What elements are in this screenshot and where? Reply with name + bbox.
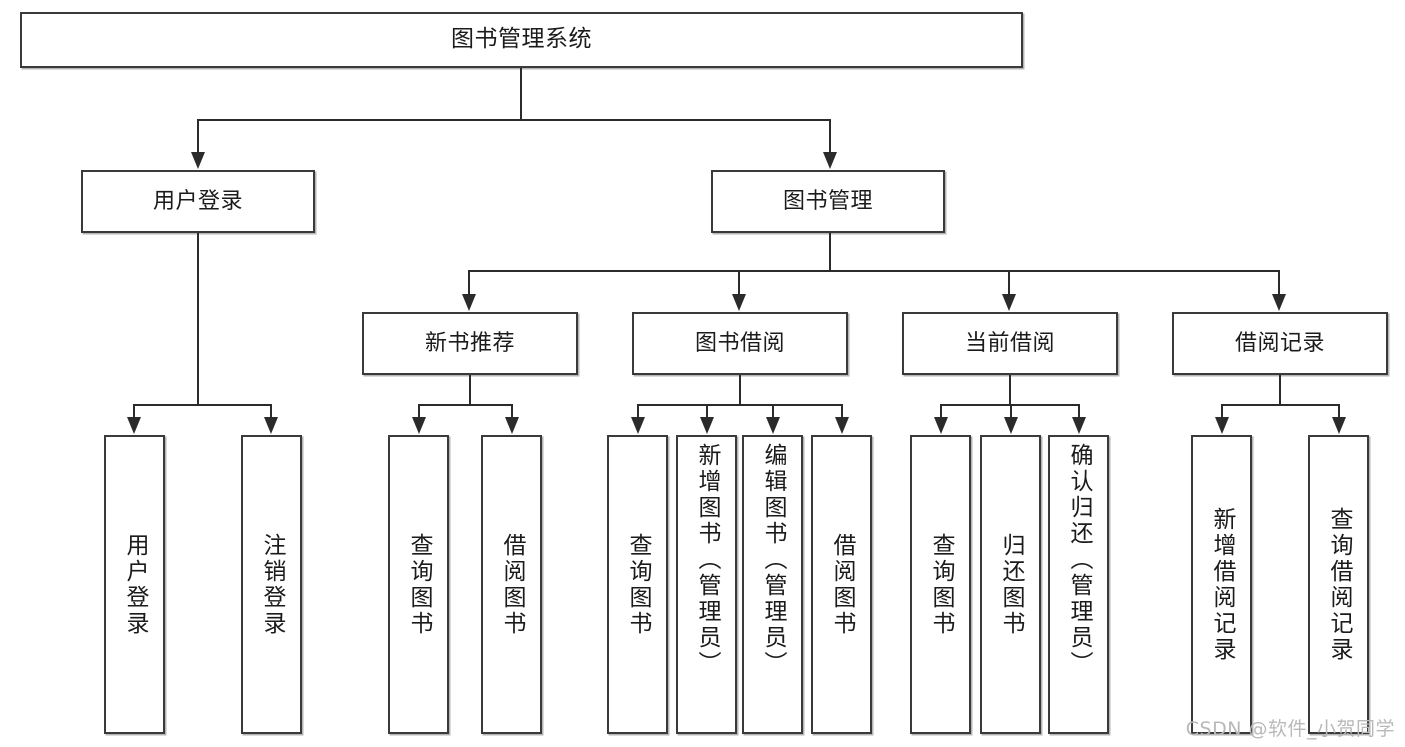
node-label: 查询图书 <box>625 532 651 637</box>
edge-bb-drop-4 <box>841 404 843 418</box>
edge-bm-drop-1 <box>468 270 470 295</box>
edge-nbr-drop-2 <box>511 404 513 418</box>
node-label: 用户登录 <box>152 188 243 214</box>
edge-cb-bus <box>940 404 1079 406</box>
edge-bb-stem <box>739 375 741 405</box>
node-borrow-record[interactable]: 借阅记录 <box>1172 312 1388 375</box>
arrow-leaf-add-book <box>700 417 714 434</box>
node-label: 图书管理 <box>782 188 873 214</box>
node-label: 新增借阅记录 <box>1209 506 1235 663</box>
edge-root-bus <box>197 119 831 121</box>
node-label: 借阅记录 <box>1234 330 1325 356</box>
arrow-leaf-query-book-2 <box>631 417 645 434</box>
leaf-return-book[interactable]: 归还图书 <box>980 435 1041 734</box>
arrow-leaf-logout-login <box>264 417 278 434</box>
leaf-query-book-1[interactable]: 查询图书 <box>388 435 449 734</box>
edge-user-login-stem <box>197 233 199 405</box>
edge-book-management-stem <box>829 233 831 271</box>
arrow-to-borrow-record <box>1272 294 1286 311</box>
edge-br-drop-1 <box>1221 404 1223 418</box>
arrow-leaf-borrow-book-1 <box>505 417 519 434</box>
edge-bm-drop-4 <box>1278 270 1280 295</box>
leaf-add-book[interactable]: 新增图书（管理员） <box>676 435 737 734</box>
node-root-system[interactable]: 图书管理系统 <box>20 12 1023 68</box>
arrow-leaf-query-book-1 <box>412 417 426 434</box>
node-label: 编辑图书（管理员） <box>760 443 786 677</box>
leaf-borrow-book-1[interactable]: 借阅图书 <box>481 435 542 734</box>
edge-cb-drop-2 <box>1010 404 1012 418</box>
arrow-leaf-confirm-return <box>1072 417 1086 434</box>
node-current-borrow[interactable]: 当前借阅 <box>902 312 1118 375</box>
edge-cb-stem <box>1009 375 1011 405</box>
node-label: 查询图书 <box>928 532 954 637</box>
edge-nbr-drop-1 <box>418 404 420 418</box>
node-new-book-recommend[interactable]: 新书推荐 <box>362 312 578 375</box>
edge-bb-drop-2 <box>706 404 708 418</box>
edge-br-stem <box>1279 375 1281 405</box>
edge-bb-drop-1 <box>637 404 639 418</box>
node-label: 借阅图书 <box>499 532 525 637</box>
leaf-query-book-2[interactable]: 查询图书 <box>607 435 668 734</box>
node-label: 用户登录 <box>122 532 148 637</box>
edge-bm-drop-2 <box>738 270 740 295</box>
leaf-add-borrow-record[interactable]: 新增借阅记录 <box>1191 435 1252 734</box>
edge-root-to-book-management <box>829 119 831 153</box>
arrow-to-book-management <box>823 152 837 169</box>
arrow-to-user-login <box>191 152 205 169</box>
watermark-text: CSDN @软件_小贺同学 <box>1185 718 1395 740</box>
edge-br-bus <box>1221 404 1339 406</box>
edge-user-login-bus <box>133 404 270 406</box>
edge-bm-drop-3 <box>1008 270 1010 295</box>
arrow-leaf-borrow-book-2 <box>835 417 849 434</box>
arrow-to-new-book-recommend <box>462 294 476 311</box>
node-label: 归还图书 <box>998 532 1024 637</box>
leaf-logout-login[interactable]: 注销登录 <box>241 435 302 734</box>
node-user-login[interactable]: 用户登录 <box>81 170 315 233</box>
node-label: 图书借阅 <box>694 330 785 356</box>
arrow-leaf-return-book <box>1004 417 1018 434</box>
edge-cb-drop-3 <box>1078 404 1080 418</box>
edge-nbr-stem <box>469 375 471 405</box>
arrow-leaf-edit-book <box>766 417 780 434</box>
edge-nbr-bus <box>418 404 513 406</box>
arrow-leaf-user-login <box>127 417 141 434</box>
node-label: 图书管理系统 <box>451 26 592 53</box>
arrow-leaf-query-borrow-record <box>1332 417 1346 434</box>
node-label: 查询图书 <box>406 532 432 637</box>
node-label: 注销登录 <box>259 532 285 637</box>
arrow-to-book-borrow <box>732 294 746 311</box>
arrow-leaf-add-borrow-record <box>1215 417 1229 434</box>
node-label: 新书推荐 <box>424 330 515 356</box>
node-label: 新增图书（管理员） <box>694 443 720 677</box>
edge-user-login-drop-1 <box>133 404 135 418</box>
leaf-query-book-3[interactable]: 查询图书 <box>910 435 971 734</box>
leaf-user-login[interactable]: 用户登录 <box>104 435 165 734</box>
arrow-to-current-borrow <box>1002 294 1016 311</box>
leaf-query-borrow-record[interactable]: 查询借阅记录 <box>1308 435 1369 734</box>
edge-root-to-user-login <box>197 119 199 153</box>
node-label: 确认归还（管理员） <box>1066 443 1092 677</box>
edge-user-login-drop-2 <box>270 404 272 418</box>
edge-cb-drop-1 <box>940 404 942 418</box>
leaf-edit-book[interactable]: 编辑图书（管理员） <box>742 435 803 734</box>
node-label: 查询借阅记录 <box>1326 506 1352 663</box>
edge-bb-drop-3 <box>772 404 774 418</box>
edge-root-stem <box>520 68 522 120</box>
edge-bb-bus <box>637 404 842 406</box>
leaf-borrow-book-2[interactable]: 借阅图书 <box>811 435 872 734</box>
node-book-management[interactable]: 图书管理 <box>711 170 945 233</box>
node-book-borrow[interactable]: 图书借阅 <box>632 312 848 375</box>
edge-book-management-bus <box>468 270 1280 272</box>
node-label: 当前借阅 <box>964 330 1055 356</box>
node-label: 借阅图书 <box>829 532 855 637</box>
leaf-confirm-return[interactable]: 确认归还（管理员） <box>1048 435 1109 734</box>
arrow-leaf-query-book-3 <box>934 417 948 434</box>
edge-br-drop-2 <box>1338 404 1340 418</box>
